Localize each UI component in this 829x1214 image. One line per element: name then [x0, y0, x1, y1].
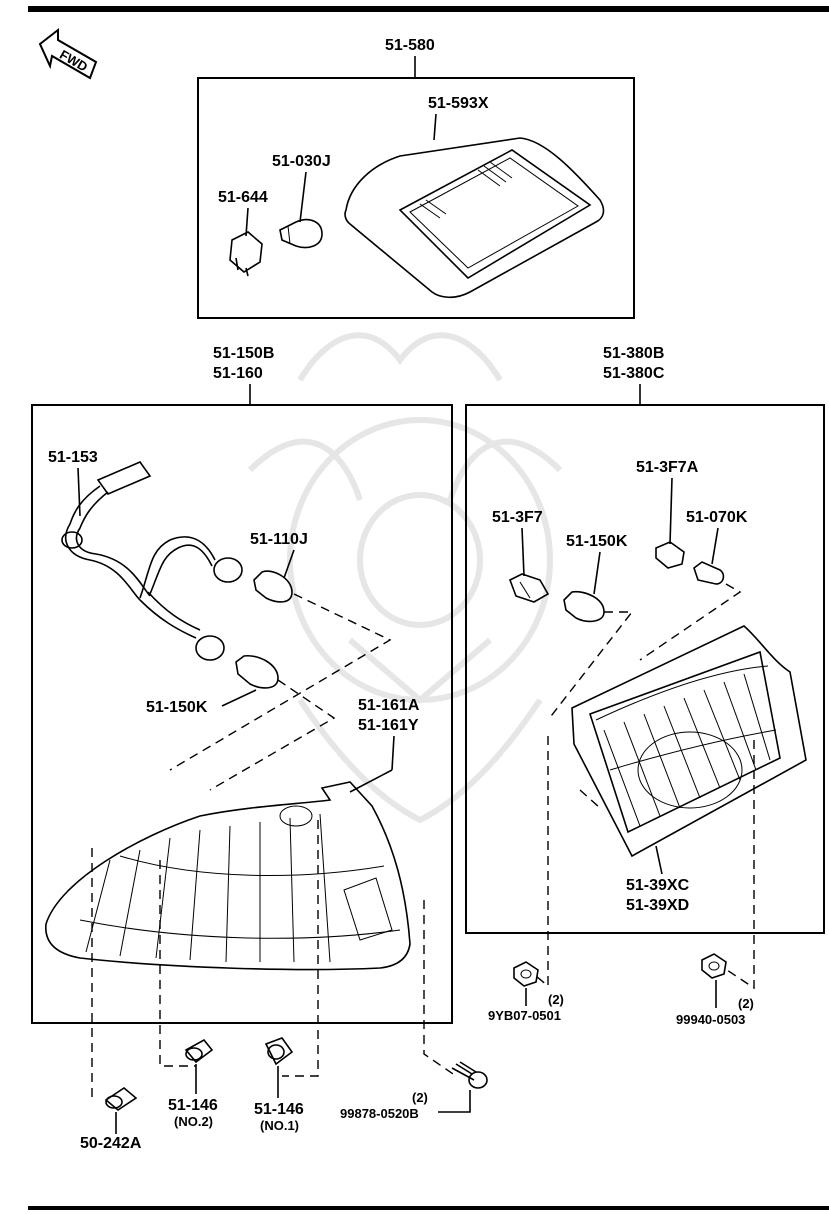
bulb-070k-icon [693, 561, 725, 585]
callout-lens-161a: 51-161A [358, 697, 420, 714]
callout-bulb-150k-right: 51-150K [566, 533, 628, 550]
group-label-inner-lamp-1: 51-380B [603, 345, 664, 362]
group-label-rear-lamp-1: 51-150B [213, 345, 274, 362]
callout-socket-3f7a: 51-3F7A [636, 459, 699, 476]
callout-lens-161y: 51-161Y [358, 717, 419, 734]
callout-harness: 51-153 [48, 449, 98, 466]
wedge-bulb-icon [279, 218, 323, 249]
callout-screw-qty: (2) [412, 1090, 428, 1105]
callout-bulb-070k: 51-070K [686, 509, 748, 526]
top-border-bar [28, 6, 829, 12]
callout-socket-3f7: 51-3F7 [492, 509, 543, 526]
callout-nut-9yb07-qty: (2) [548, 992, 564, 1007]
callout-inner-lens-1: 51-39XC [626, 877, 690, 894]
socket-3f7a-icon [655, 541, 685, 569]
callout-inner-lens-2: 51-39XD [626, 897, 689, 914]
bottom-border-bar [28, 1206, 829, 1210]
rear-lamp-inner-box [465, 404, 825, 934]
callout-clip-146-no1-note: (NO.1) [260, 1118, 299, 1133]
callout-nut-99940-qty: (2) [738, 996, 754, 1011]
socket-3f7-icon [508, 573, 550, 603]
rear-combination-lamp-box [31, 404, 453, 1024]
callout-bulb-small: 51-030J [272, 153, 331, 170]
bulb-110j-icon [253, 570, 293, 603]
bulb-150k-left-icon [235, 654, 279, 689]
callout-clip-146-no2-note: (NO.2) [174, 1114, 213, 1129]
callout-socket: 51-644 [218, 189, 268, 206]
group-label-inner-lamp-2: 51-380C [603, 365, 665, 382]
nut-99940-icon [701, 953, 727, 979]
group-label-high-mount: 51-580 [385, 37, 435, 54]
rear-lamp-lens [45, 781, 411, 971]
clip-51-146-no2-icon [184, 1038, 214, 1064]
nut-9yb07-icon [513, 961, 539, 987]
rear-lamp-inner-lens [571, 625, 807, 858]
callout-clip-242a: 50-242A [80, 1135, 142, 1152]
callout-bulb-150k-left: 51-150K [146, 699, 208, 716]
callout-nut-99940: 99940-0503 [676, 1012, 745, 1027]
callout-screw: 99878-0520B [340, 1106, 419, 1121]
lamp-socket-icon [229, 231, 263, 277]
wiring-harness-icon [61, 461, 243, 661]
callout-clip-146-no2: 51-146 [168, 1097, 218, 1114]
screw-icon [451, 1061, 488, 1089]
high-mount-lens-cover [344, 137, 605, 299]
clip-51-146-no1-icon [264, 1037, 294, 1066]
callout-nut-9yb07: 9YB07-0501 [488, 1008, 561, 1023]
bulb-150k-right-icon [563, 590, 605, 623]
clip-50-242a-icon [104, 1087, 138, 1111]
callout-clip-146-no1: 51-146 [254, 1101, 304, 1118]
group-label-rear-lamp-2: 51-160 [213, 365, 263, 382]
forward-arrow-icon: FWD [38, 27, 98, 80]
callout-lens-cover: 51-593X [428, 95, 489, 112]
callout-bulb-110j: 51-110J [250, 531, 308, 548]
high-mount-lamp-box [197, 77, 635, 319]
